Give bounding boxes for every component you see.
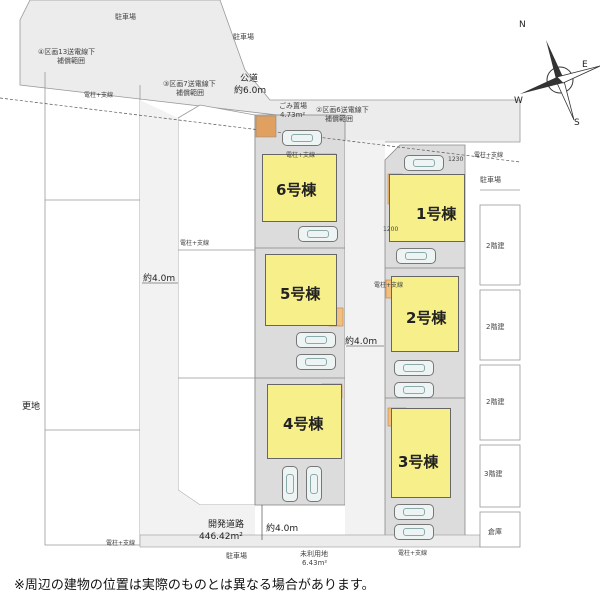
house-5[interactable]: 5号棟 — [265, 254, 337, 326]
parking-label: 駐車場 — [480, 176, 501, 184]
neighbor-label: 3階建 — [484, 470, 503, 478]
public-road-area — [19, 0, 521, 143]
zone2-label: ②区画6送電線下 — [316, 106, 369, 114]
road-width-mid: 約4.0m — [345, 337, 378, 347]
pole-label: 電柱+支線 — [84, 92, 114, 99]
vacant-lot-label: 更地 — [22, 402, 41, 412]
center-block — [177, 104, 256, 506]
dev-road-label: 開発道路 — [208, 520, 245, 530]
parking-label: 駐車場 — [233, 33, 254, 41]
pole-label: 電柱+支線 — [286, 152, 316, 159]
dim-label: 1230 — [448, 156, 464, 163]
compass-e: E — [582, 60, 588, 70]
pole-label: 電柱+支線 — [180, 240, 210, 247]
neighbor-label: 2階建 — [486, 323, 505, 331]
public-road-width: 約6.0m — [234, 86, 267, 96]
road-width-left: 約4.0m — [143, 274, 176, 284]
unused-area: 6.43m² — [302, 559, 328, 567]
compass-w: W — [514, 96, 523, 106]
car — [404, 155, 444, 171]
garbage-label: ごみ置場 — [279, 102, 307, 110]
compass-n: N — [519, 20, 526, 30]
pole-label: 電柱+支線 — [398, 550, 428, 557]
car — [282, 466, 298, 502]
parking-label: 駐車場 — [115, 13, 136, 21]
unused-label: 未利用地 — [300, 550, 328, 558]
car — [296, 354, 336, 370]
compass-icon — [520, 40, 600, 121]
house-4[interactable]: 4号棟 — [267, 384, 342, 459]
house-2[interactable]: 2号棟 — [391, 276, 459, 352]
public-road-label: 公道 — [240, 74, 259, 84]
zone3-label: ③区画7送電線下 — [163, 80, 216, 88]
car — [394, 524, 434, 540]
neighbor-label: 2階建 — [486, 242, 505, 250]
zone3-sub: 補償範囲 — [176, 89, 204, 97]
garbage-area — [255, 115, 277, 138]
disclaimer-note: ※周辺の建物の位置は実際のものとは異なる場合があります。 — [14, 578, 375, 593]
car — [282, 130, 322, 146]
car — [298, 226, 338, 242]
car — [394, 382, 434, 398]
house-6[interactable]: 6号棟 — [262, 154, 337, 222]
car — [394, 360, 434, 376]
pole-label: 電柱+支線 — [374, 282, 404, 289]
neighbor-label: 2階建 — [486, 398, 505, 406]
zone4-sub: 補償範囲 — [57, 57, 85, 65]
pole-label: 電柱+支線 — [474, 152, 504, 159]
pole-label: 電柱+支線 — [106, 540, 136, 547]
garbage-area-label: 4.73m² — [280, 111, 306, 119]
compass-s: S — [574, 118, 580, 128]
dim-label: 1200 — [383, 226, 399, 233]
house-3[interactable]: 3号棟 — [391, 408, 451, 498]
car — [394, 504, 434, 520]
dev-road-area: 446.42m² — [199, 532, 243, 542]
house-1[interactable]: 1号棟 — [389, 174, 465, 242]
car — [396, 248, 436, 264]
car — [296, 332, 336, 348]
car — [306, 466, 322, 502]
road-width-bottom: 約4.0m — [266, 524, 299, 534]
neighbor-label: 倉庫 — [488, 528, 502, 536]
parking-label: 駐車場 — [226, 552, 247, 560]
zone4-label: ④区画13送電線下 — [38, 48, 96, 56]
zone2-sub: 補償範囲 — [325, 115, 353, 123]
